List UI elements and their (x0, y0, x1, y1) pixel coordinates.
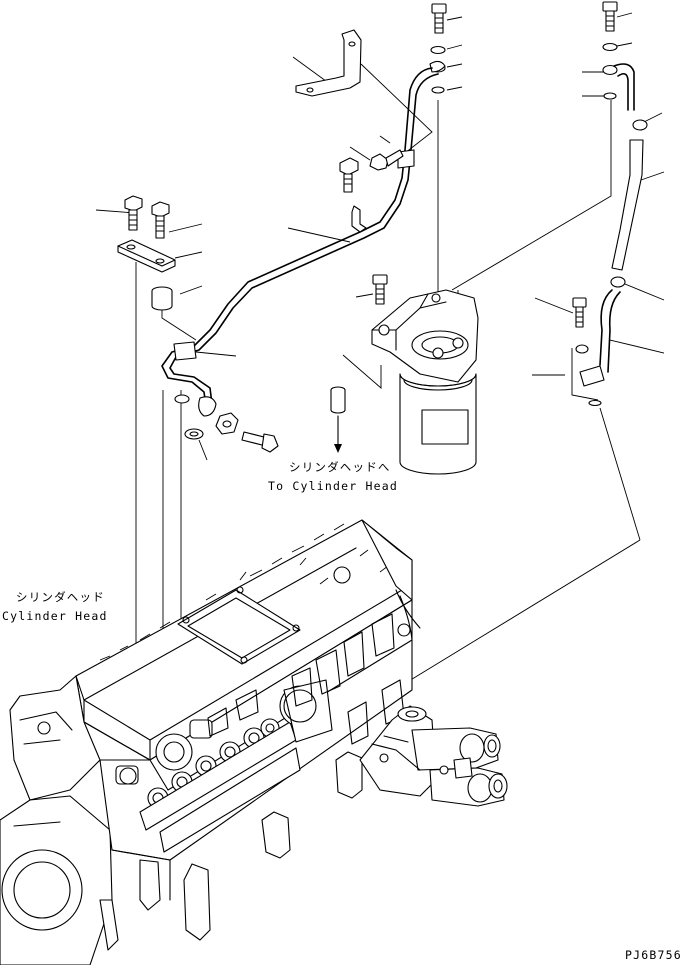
return-pipe (575, 63, 648, 407)
to-cylinder-head-label-jp: シリンダヘッドへ (289, 460, 391, 474)
fuel-filter-icon (371, 289, 479, 475)
injector-row (115, 679, 333, 853)
washer-icon (603, 92, 617, 100)
leader-lines (95, 12, 665, 840)
spacer-collar (330, 386, 346, 414)
bolt-icon (572, 297, 587, 328)
washer-icon (602, 64, 618, 76)
spacer-collar (151, 286, 173, 311)
pipe-clamp (351, 205, 367, 233)
washer-icon (184, 428, 204, 440)
washer-icon (430, 45, 446, 55)
fuel-pump-icon (359, 705, 508, 807)
bolt-icon (369, 149, 404, 171)
to-cylinder-head-label-en: To Cylinder Head (268, 479, 398, 493)
bolt-icon (241, 431, 279, 453)
bracket (295, 29, 362, 97)
engine-block-icon (0, 519, 421, 965)
washer-icon (431, 86, 445, 94)
washer-icon (602, 42, 618, 52)
washer-icon (174, 394, 190, 404)
nut (215, 412, 239, 435)
fuel-pipe (161, 60, 446, 417)
bolt-icon (431, 3, 447, 34)
mounting-plate (117, 239, 176, 273)
bolt-icon (339, 157, 359, 193)
cylinder-head-label-en: Cylinder Head (2, 609, 108, 623)
bolt-icon (372, 274, 388, 305)
drawing-code: PJ6B756 (625, 948, 682, 962)
cylinder-head-label-jp: シリンダヘッド (16, 590, 105, 604)
bolt-icon (602, 1, 618, 32)
bolt-icon (124, 195, 143, 231)
bolt-icon (151, 201, 170, 239)
arrow-to-cylinder-head (334, 415, 342, 453)
